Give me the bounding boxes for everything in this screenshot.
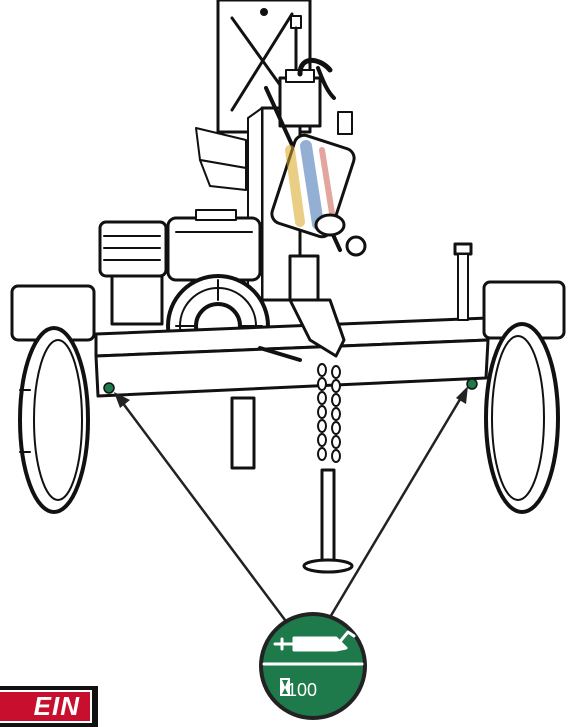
- right-wheel: [482, 280, 566, 514]
- right-grease-fitting: [466, 378, 478, 390]
- axle-frame: [94, 298, 490, 398]
- beam-lock-post: [453, 242, 473, 321]
- callout-arrows: [114, 386, 468, 626]
- left-wheel: [10, 284, 96, 514]
- grease-interval-label: 100: [287, 680, 318, 700]
- wedge-and-safety-chains: [288, 254, 346, 463]
- hydraulic-cylinder: [270, 133, 367, 257]
- jack-stand: [230, 396, 354, 574]
- grease-interval-badge: [259, 612, 367, 720]
- hourglass-icon: [280, 678, 290, 696]
- control-valve: [264, 57, 353, 252]
- left-grease-fitting: [103, 382, 115, 394]
- grease-gun-icon: [273, 630, 356, 652]
- brand-logo-text: EIN: [33, 691, 80, 721]
- brand-logo: EIN: [0, 686, 98, 727]
